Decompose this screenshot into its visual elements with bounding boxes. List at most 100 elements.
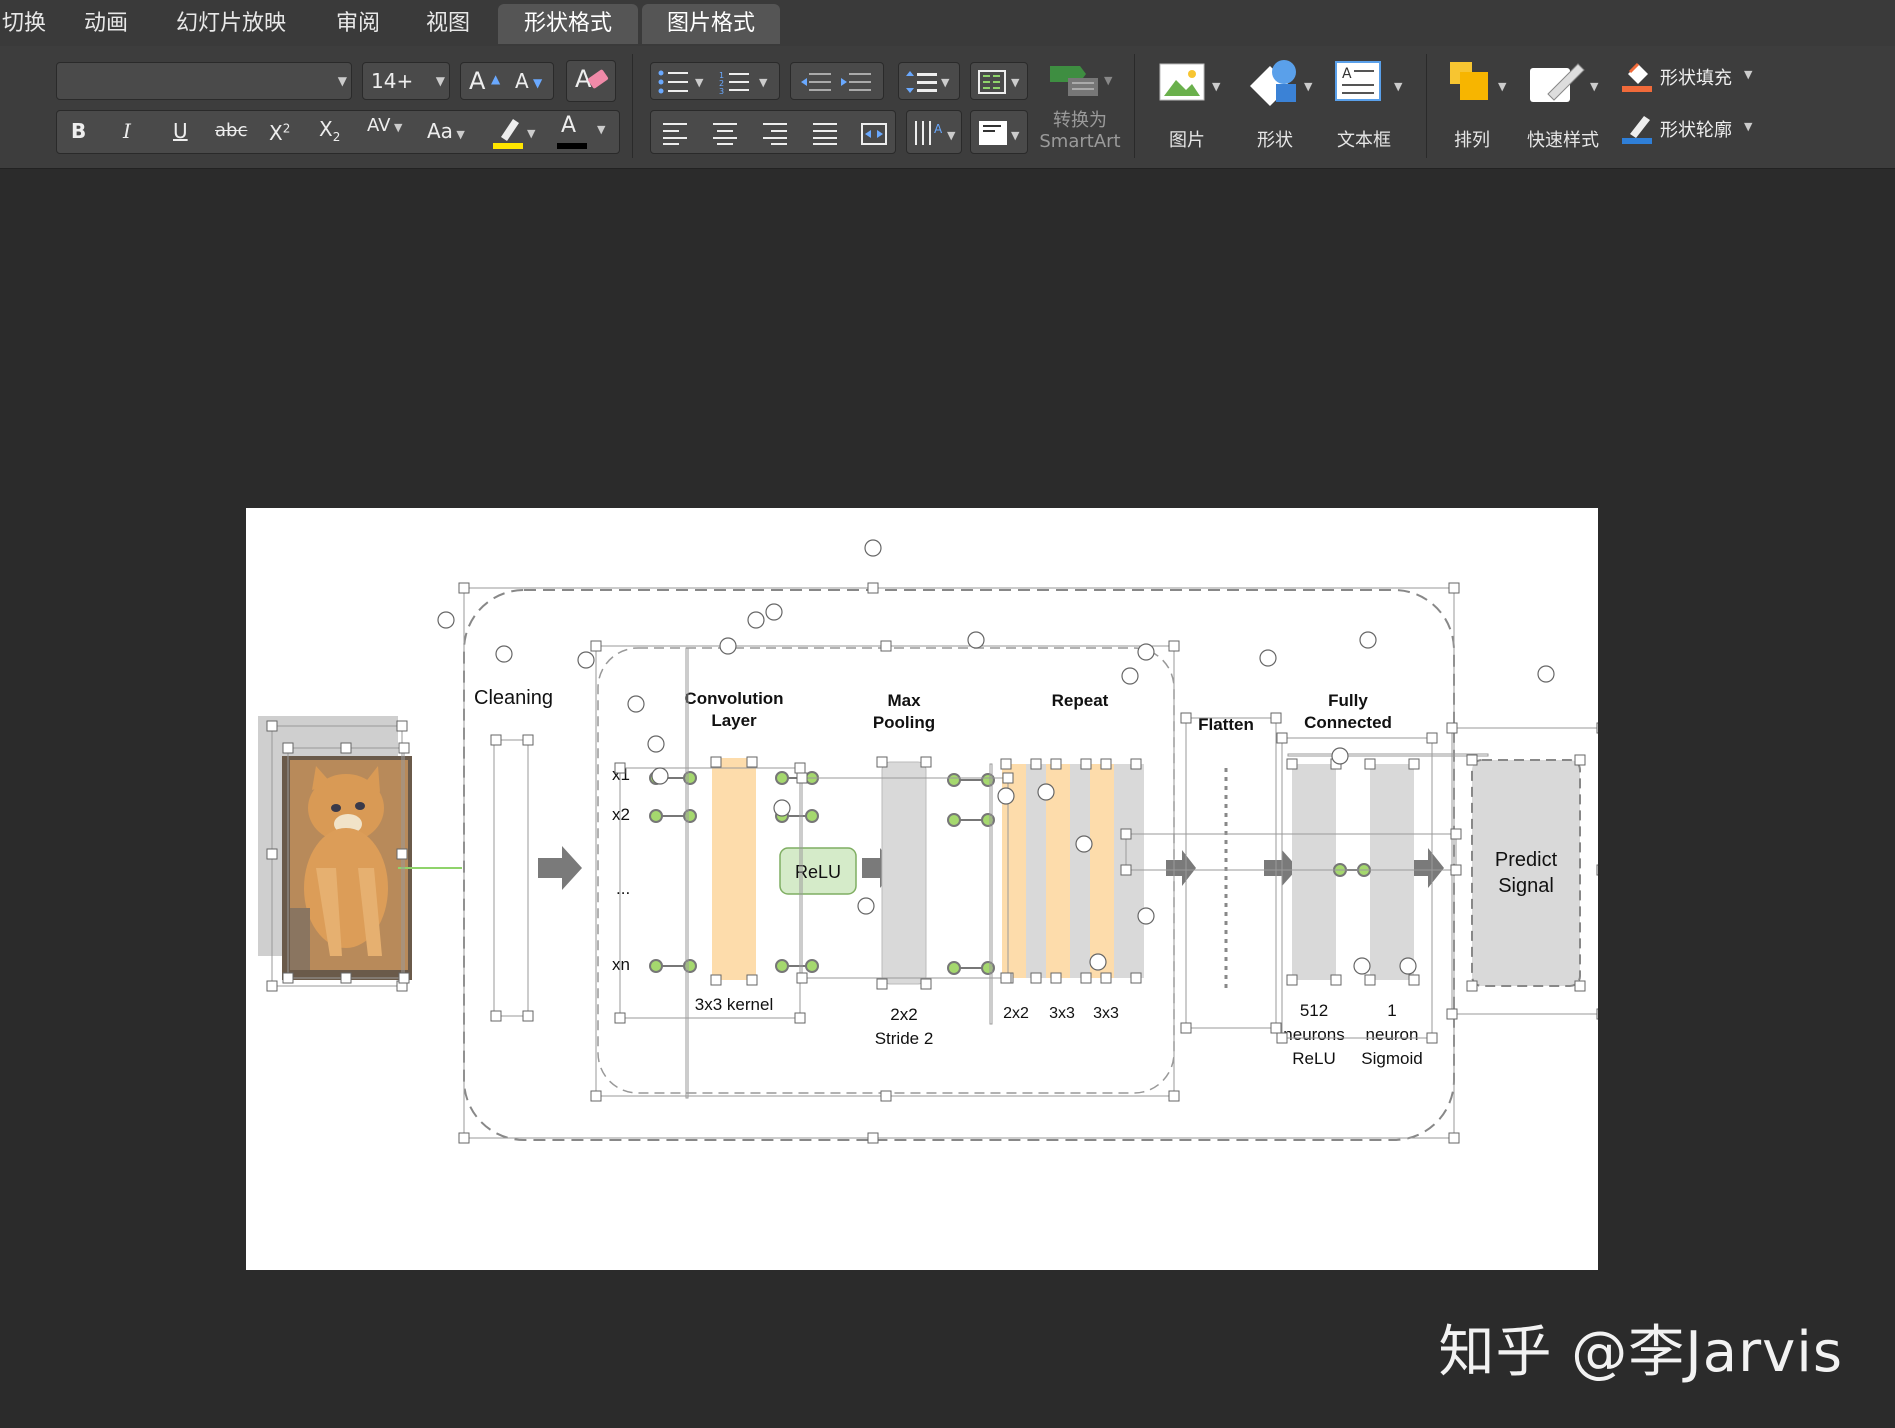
- resize-handle-icon[interactable]: [1364, 758, 1376, 770]
- resize-handle-icon[interactable]: [590, 1090, 602, 1102]
- conv-kernel-bar[interactable]: [712, 758, 756, 980]
- resize-handle-icon[interactable]: [1276, 732, 1288, 744]
- resize-handle-icon[interactable]: [1596, 864, 1598, 876]
- rotate-handle-icon[interactable]: [864, 539, 882, 557]
- resize-handle-icon[interactable]: [794, 762, 806, 774]
- bold-button[interactable]: B: [71, 119, 87, 143]
- resize-handle-icon[interactable]: [1466, 754, 1478, 766]
- resize-handle-icon[interactable]: [1080, 758, 1092, 770]
- resize-handle-icon[interactable]: [490, 734, 502, 746]
- selection-handles[interactable]: [266, 539, 1598, 1144]
- resize-handle-icon[interactable]: [614, 1012, 626, 1024]
- resize-handle-icon[interactable]: [876, 756, 888, 768]
- resize-handle-icon[interactable]: [710, 756, 722, 768]
- resize-handle-icon[interactable]: [880, 640, 892, 652]
- tab-transitions[interactable]: 切换: [2, 11, 47, 36]
- strikethrough-button[interactable]: abc: [215, 120, 248, 141]
- resize-handle-icon[interactable]: [710, 974, 722, 986]
- resize-handle-icon[interactable]: [1130, 972, 1142, 984]
- rotate-handle-icon[interactable]: [1137, 643, 1155, 661]
- rotate-handle-icon[interactable]: [857, 897, 875, 915]
- numbered-list-icon[interactable]: 1 2 3 ▼: [719, 69, 775, 95]
- resize-handle-icon[interactable]: [920, 756, 932, 768]
- resize-handle-icon[interactable]: [1448, 1132, 1460, 1144]
- resize-handle-icon[interactable]: [1448, 582, 1460, 594]
- bullet-list-icon[interactable]: ▼: [657, 69, 707, 95]
- resize-handle-icon[interactable]: [1180, 1022, 1192, 1034]
- arrow-right-icon[interactable]: [1414, 848, 1444, 888]
- resize-handle-icon[interactable]: [876, 978, 888, 990]
- insert-picture-button[interactable]: ▼ 图片: [1152, 54, 1232, 164]
- shape-outline-button[interactable]: 形状轮廓 ▼: [1620, 112, 1760, 148]
- resize-handle-icon[interactable]: [1276, 1032, 1288, 1044]
- resize-handle-icon[interactable]: [867, 582, 879, 594]
- rotate-handle-icon[interactable]: [495, 645, 513, 663]
- resize-handle-icon[interactable]: [398, 742, 410, 754]
- fc-layer-2[interactable]: [1370, 764, 1414, 980]
- resize-handle-icon[interactable]: [1180, 712, 1192, 724]
- resize-handle-icon[interactable]: [1596, 722, 1598, 734]
- resize-handle-icon[interactable]: [1574, 980, 1586, 992]
- resize-handle-icon[interactable]: [746, 756, 758, 768]
- resize-handle-icon[interactable]: [1426, 732, 1438, 744]
- resize-handle-icon[interactable]: [1408, 974, 1420, 986]
- predict-signal-box[interactable]: [1471, 759, 1581, 987]
- convert-smartart-button[interactable]: ▼ 转换为 SmartArt: [1036, 56, 1124, 164]
- rotate-handle-icon[interactable]: [1399, 957, 1417, 975]
- resize-handle-icon[interactable]: [1050, 758, 1062, 770]
- tab-view[interactable]: 视图: [426, 11, 471, 36]
- resize-handle-icon[interactable]: [340, 742, 352, 754]
- resize-handle-icon[interactable]: [1080, 972, 1092, 984]
- resize-handle-icon[interactable]: [340, 972, 352, 984]
- resize-handle-icon[interactable]: [1286, 974, 1298, 986]
- font-size-combo[interactable]: 14+ ▼: [362, 62, 450, 100]
- text-direction-button[interactable]: A ▼: [906, 110, 962, 154]
- repeat-pool-bar-1[interactable]: [1026, 764, 1046, 978]
- rotate-handle-icon[interactable]: [1121, 667, 1139, 685]
- resize-handle-icon[interactable]: [490, 1010, 502, 1022]
- resize-handle-icon[interactable]: [1030, 758, 1042, 770]
- alignment-icons[interactable]: [657, 121, 893, 145]
- tab-review[interactable]: 审阅: [336, 11, 381, 36]
- slide-canvas[interactable]: Cleaning Convolution Layer x1 x2 ... xn …: [246, 508, 1598, 1270]
- resize-handle-icon[interactable]: [796, 772, 808, 784]
- resize-handle-icon[interactable]: [880, 1090, 892, 1102]
- shape-fill-button[interactable]: 形状填充 ▼: [1620, 60, 1760, 96]
- rotate-handle-icon[interactable]: [967, 631, 985, 649]
- resize-handle-icon[interactable]: [1000, 972, 1012, 984]
- resize-handle-icon[interactable]: [1120, 864, 1132, 876]
- rotate-handle-icon[interactable]: [1353, 957, 1371, 975]
- repeat-conv-bar-3[interactable]: [1090, 764, 1114, 978]
- resize-handle-icon[interactable]: [794, 1012, 806, 1024]
- line-spacing-button[interactable]: ▼: [898, 62, 960, 100]
- font-color-button[interactable]: A ▼: [553, 113, 613, 151]
- resize-handle-icon[interactable]: [1596, 1008, 1598, 1020]
- resize-handle-icon[interactable]: [1130, 758, 1142, 770]
- tab-picture-format[interactable]: 图片格式: [642, 4, 780, 44]
- resize-handle-icon[interactable]: [746, 974, 758, 986]
- resize-handle-icon[interactable]: [1450, 864, 1462, 876]
- rotate-handle-icon[interactable]: [1089, 953, 1107, 971]
- relu-box[interactable]: [779, 847, 857, 895]
- arrow-right-icon[interactable]: [1264, 850, 1298, 886]
- rotate-handle-icon[interactable]: [1331, 747, 1349, 765]
- resize-handle-icon[interactable]: [1002, 772, 1014, 784]
- arrange-button[interactable]: ▼ 排列: [1440, 54, 1514, 164]
- highlight-color-button[interactable]: ▼: [487, 113, 537, 151]
- char-spacing-button[interactable]: AV ▼: [367, 115, 403, 136]
- resize-handle-icon[interactable]: [1446, 1008, 1458, 1020]
- maxpool-bar[interactable]: [881, 761, 927, 985]
- rotate-handle-icon[interactable]: [577, 651, 595, 669]
- font-name-combo[interactable]: ▼: [56, 62, 352, 100]
- columns-button[interactable]: ▼: [970, 62, 1028, 100]
- resize-handle-icon[interactable]: [396, 848, 408, 860]
- align-text-button[interactable]: ▼: [970, 110, 1028, 154]
- rotate-handle-icon[interactable]: [1359, 631, 1377, 649]
- superscript-button[interactable]: X2: [269, 121, 291, 145]
- resize-handle-icon[interactable]: [398, 972, 410, 984]
- resize-handle-icon[interactable]: [1030, 972, 1042, 984]
- resize-handle-icon[interactable]: [1446, 722, 1458, 734]
- resize-handle-icon[interactable]: [458, 582, 470, 594]
- resize-handle-icon[interactable]: [920, 978, 932, 990]
- rotate-handle-icon[interactable]: [627, 695, 645, 713]
